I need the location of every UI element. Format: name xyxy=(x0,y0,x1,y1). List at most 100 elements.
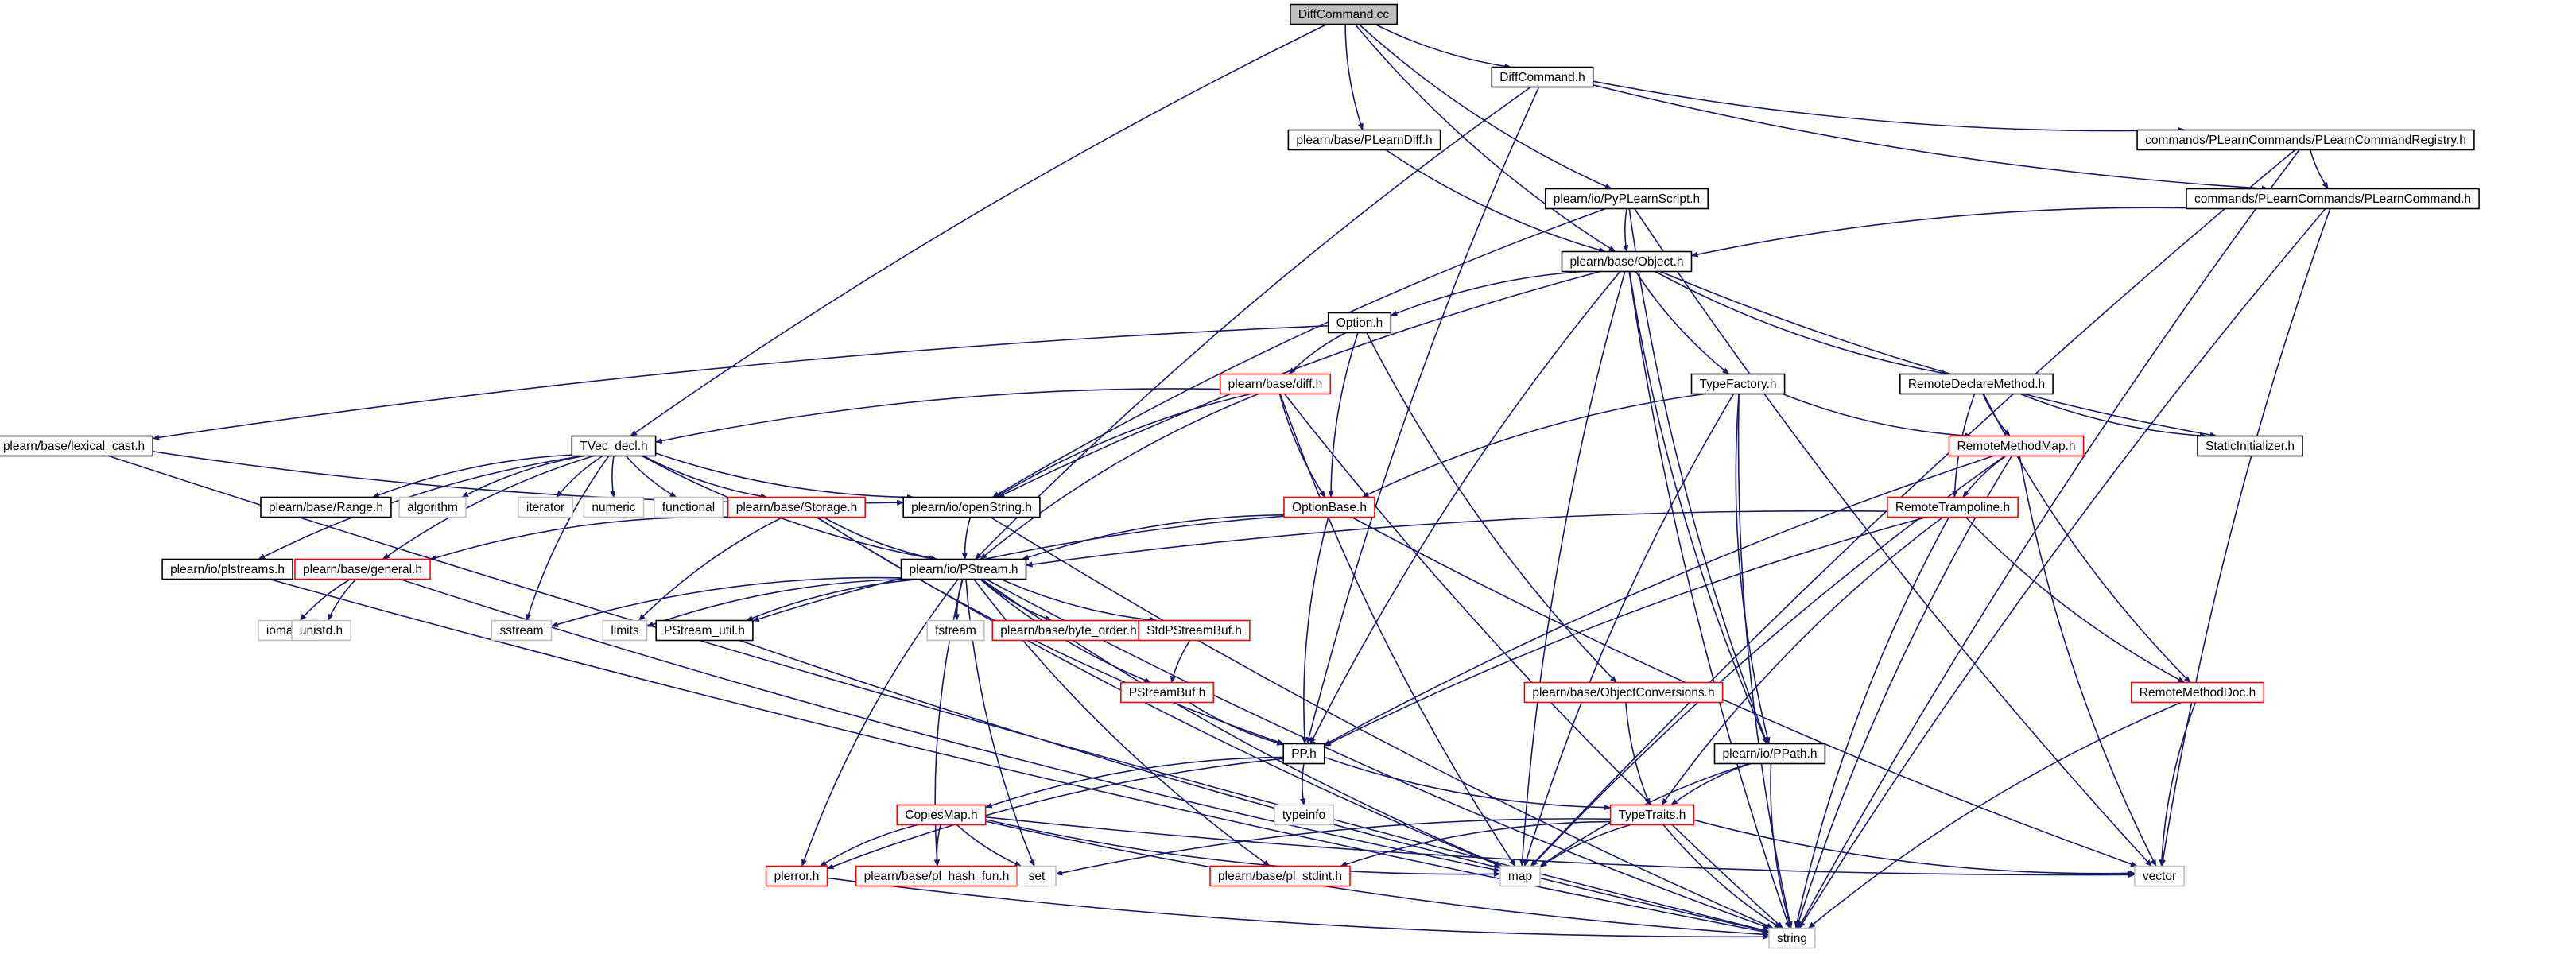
node-commands-plearncommands-plearncommandregistry-h[interactable]: commands/PLearnCommands/PLearnCommandReg… xyxy=(2136,129,2475,151)
edge-pstream-to-plerror xyxy=(801,579,959,867)
node-label: functional xyxy=(662,501,715,514)
node-plearn-base-lexical-cast-h[interactable]: plearn/base/lexical_cast.h xyxy=(0,435,153,457)
node-vector: vector xyxy=(2134,865,2185,887)
edge-pp-to-plerror xyxy=(826,758,1284,870)
edge-plcmd-to-vector xyxy=(2159,208,2331,867)
node-label: plearn/io/PPath.h xyxy=(1723,747,1818,761)
node-stdpstreambuf-h[interactable]: StdPStreamBuf.h xyxy=(1138,619,1251,642)
node-box xyxy=(161,558,293,580)
node-diffcommand-h[interactable]: DiffCommand.h xyxy=(1491,66,1594,88)
node-tvec-decl-h[interactable]: TVec_decl.h xyxy=(571,435,657,457)
edge-remotemap-to-pp xyxy=(1324,455,1994,746)
node-plerror-h[interactable]: plerror.h xyxy=(765,865,828,887)
node-label: vector xyxy=(2143,870,2176,883)
edge-copiesmap-to-vector xyxy=(985,816,2136,878)
edge-typetraits-to-stdint xyxy=(1340,820,1611,867)
node-label: fstream xyxy=(935,624,976,638)
node-label: plearn/io/PStream.h xyxy=(910,563,1018,576)
node-plearn-io-pyplearnscript-h[interactable]: plearn/io/PyPLearnScript.h xyxy=(1545,188,1709,210)
node-optionbase-h[interactable]: OptionBase.h xyxy=(1283,496,1375,518)
edge-object-to-pp xyxy=(1309,270,1621,745)
node-pstreambuf-h[interactable]: PStreamBuf.h xyxy=(1120,681,1215,704)
node-plearn-base-object-h[interactable]: plearn/base/Object.h xyxy=(1561,250,1693,273)
edge-registry-to-string xyxy=(1798,149,2300,929)
node-copiesmap-h[interactable]: CopiesMap.h xyxy=(896,804,987,826)
node-plearn-base-pl-hash-fun-h[interactable]: plearn/base/pl_hash_fun.h xyxy=(855,865,1018,887)
node-plearn-base-plearndiff-h[interactable]: plearn/base/PLearnDiff.h xyxy=(1287,129,1441,151)
dependency-edges xyxy=(108,23,2331,940)
edge-copiesmap-to-plerror xyxy=(819,824,918,867)
node-box xyxy=(1690,373,1786,395)
node-label: RemoteTrampoline.h xyxy=(1895,501,2010,514)
node-pstream-util-h[interactable]: PStream_util.h xyxy=(655,619,754,642)
node-pp-h[interactable]: PP.h xyxy=(1282,743,1325,765)
node-fstream: fstream xyxy=(926,619,985,642)
edge-diff-to-openstring xyxy=(995,393,1251,498)
node-option-h[interactable]: Option.h xyxy=(1327,312,1392,334)
edge-storage-to-general xyxy=(429,516,728,560)
node-label: unistd.h xyxy=(300,624,343,638)
edge-diffcmd_h-to-plcmd xyxy=(1593,84,2269,192)
node-plearn-io-openstring-h[interactable]: plearn/io/openString.h xyxy=(902,496,1041,518)
edge-plcmd-to-object xyxy=(1690,207,2221,258)
edge-pypl-to-ppath xyxy=(1628,208,1768,745)
node-remotemethodmap-h[interactable]: RemoteMethodMap.h xyxy=(1948,435,2085,457)
edge-object-to-staticinit xyxy=(1659,270,2217,438)
node-remotedeclaremethod-h[interactable]: RemoteDeclareMethod.h xyxy=(1899,373,2054,395)
node-plearn-base-storage-h[interactable]: plearn/base/Storage.h xyxy=(727,496,867,518)
node-box xyxy=(1545,188,1709,210)
node-iterator: iterator xyxy=(518,496,574,518)
node-plearn-base-diff-h[interactable]: plearn/base/diff.h xyxy=(1219,373,1332,395)
node-diffcommand-cc[interactable]: DiffCommand.cc xyxy=(1290,3,1399,25)
edge-pstream-to-stdpsb xyxy=(1000,578,1158,623)
edge-trampoline-to-pstream xyxy=(1025,510,1887,568)
node-box xyxy=(727,496,867,518)
node-label: DiffCommand.h xyxy=(1499,71,1585,84)
node-plearn-io-pstream-h[interactable]: plearn/io/PStream.h xyxy=(900,558,1027,580)
edge-root-to-pypl xyxy=(1358,23,1612,190)
node-box xyxy=(900,558,1027,580)
node-typefactory-h[interactable]: TypeFactory.h xyxy=(1690,373,1786,395)
node-label: RemoteMethodDoc.h xyxy=(2140,686,2256,700)
node-remotetrampoline-h[interactable]: RemoteTrampoline.h xyxy=(1887,496,2019,518)
node-label: plearn/base/Range.h xyxy=(269,501,383,514)
node-label: plearn/base/Storage.h xyxy=(736,501,858,514)
edge-typetraits-to-map xyxy=(1539,824,1631,868)
edge-plerror-to-string xyxy=(827,877,1770,940)
node-staticinitializer-h[interactable]: StaticInitializer.h xyxy=(2197,435,2303,457)
edge-copiesmap-to-set xyxy=(956,824,1022,867)
node-commands-plearncommands-plearncommand-h[interactable]: commands/PLearnCommands/PLearnCommand.h xyxy=(2186,188,2480,210)
node-box xyxy=(2131,681,2265,704)
node-box xyxy=(2197,435,2303,457)
node-plearn-io-plstreams-h[interactable]: plearn/io/plstreams.h xyxy=(161,558,293,580)
edge-general-to-unistd xyxy=(327,578,357,622)
edge-tvec-to-iterator xyxy=(556,455,603,498)
node-box xyxy=(2186,188,2480,210)
node-plearn-io-ppath-h[interactable]: plearn/io/PPath.h xyxy=(1713,743,1826,765)
node-box xyxy=(1290,3,1399,25)
node-typetraits-h[interactable]: TypeTraits.h xyxy=(1609,804,1695,826)
node-label: plearn/base/pl_hash_fun.h xyxy=(864,870,1010,883)
edge-pypl-to-vector xyxy=(1634,208,2152,867)
node-plearn-base-range-h[interactable]: plearn/base/Range.h xyxy=(260,496,392,518)
node-plearn-base-general-h[interactable]: plearn/base/general.h xyxy=(294,558,431,580)
node-plearn-base-objectconversions-h[interactable]: plearn/base/ObjectConversions.h xyxy=(1523,681,1724,704)
node-remotemethoddoc-h[interactable]: RemoteMethodDoc.h xyxy=(2131,681,2265,704)
node-plearn-base-pl-stdint-h[interactable]: plearn/base/pl_stdint.h xyxy=(1209,865,1351,887)
edge-object-to-map xyxy=(1519,271,1626,867)
node-box xyxy=(1138,619,1251,642)
edge-plearn_diff-to-object xyxy=(1385,149,1606,253)
node-plearn-base-byte-order-h[interactable]: plearn/base/byte_order.h xyxy=(991,619,1146,642)
edge-root-to-diffcmd_h xyxy=(1375,23,1512,69)
edge-registry-to-map xyxy=(1530,149,2296,867)
node-box xyxy=(1287,129,1441,151)
node-label: plerror.h xyxy=(774,870,820,883)
edge-remotemap-to-trampoline xyxy=(1962,455,2007,498)
edge-tvec-to-plstreams xyxy=(258,455,583,560)
edge-option-to-diff xyxy=(1288,332,1347,375)
edge-typetraits-to-vector xyxy=(1693,819,2136,876)
edge-general-to-map xyxy=(399,578,1501,873)
node-label: RemoteDeclareMethod.h xyxy=(1908,378,2045,391)
node-label: typeinfo xyxy=(1282,809,1325,822)
node-label: plearn/io/openString.h xyxy=(911,501,1032,514)
